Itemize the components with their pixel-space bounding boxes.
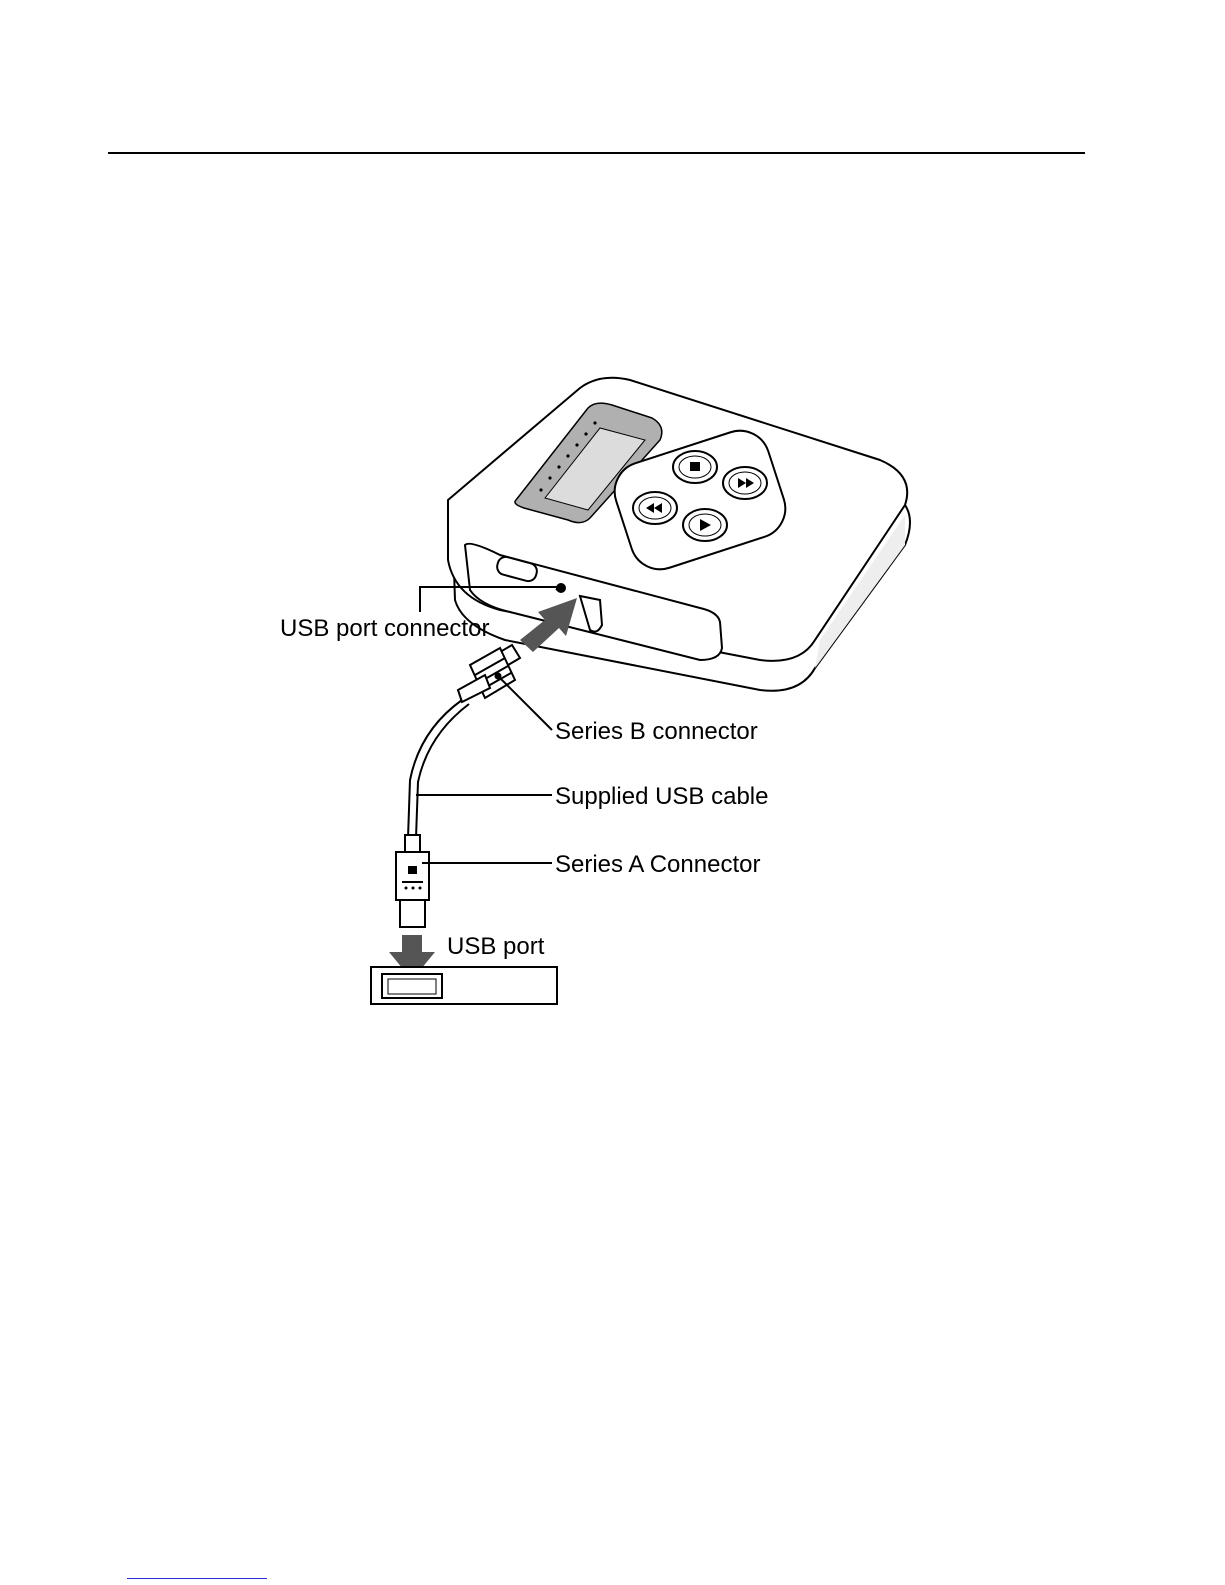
stop-button (673, 451, 717, 483)
usb-cable (396, 645, 520, 927)
play-button (683, 509, 727, 541)
footer-link-rule (127, 1578, 267, 1579)
series-b-connector (458, 645, 520, 702)
leader-series-b (498, 676, 552, 730)
stop-icon (690, 462, 700, 471)
next-button (723, 467, 767, 499)
callout-usb-port-connector: USB port connector (280, 615, 489, 642)
callout-supplied-usb-cable: Supplied USB cable (555, 783, 768, 810)
callout-usb-port: USB port (447, 933, 545, 960)
player-device (448, 378, 910, 691)
callout-series-a-connector: Series A Connector (555, 851, 760, 878)
series-a-connector (396, 835, 429, 927)
callout-series-b-connector: Series B connector (555, 718, 758, 745)
previous-button (633, 492, 677, 524)
computer-usb-port (371, 967, 557, 1004)
